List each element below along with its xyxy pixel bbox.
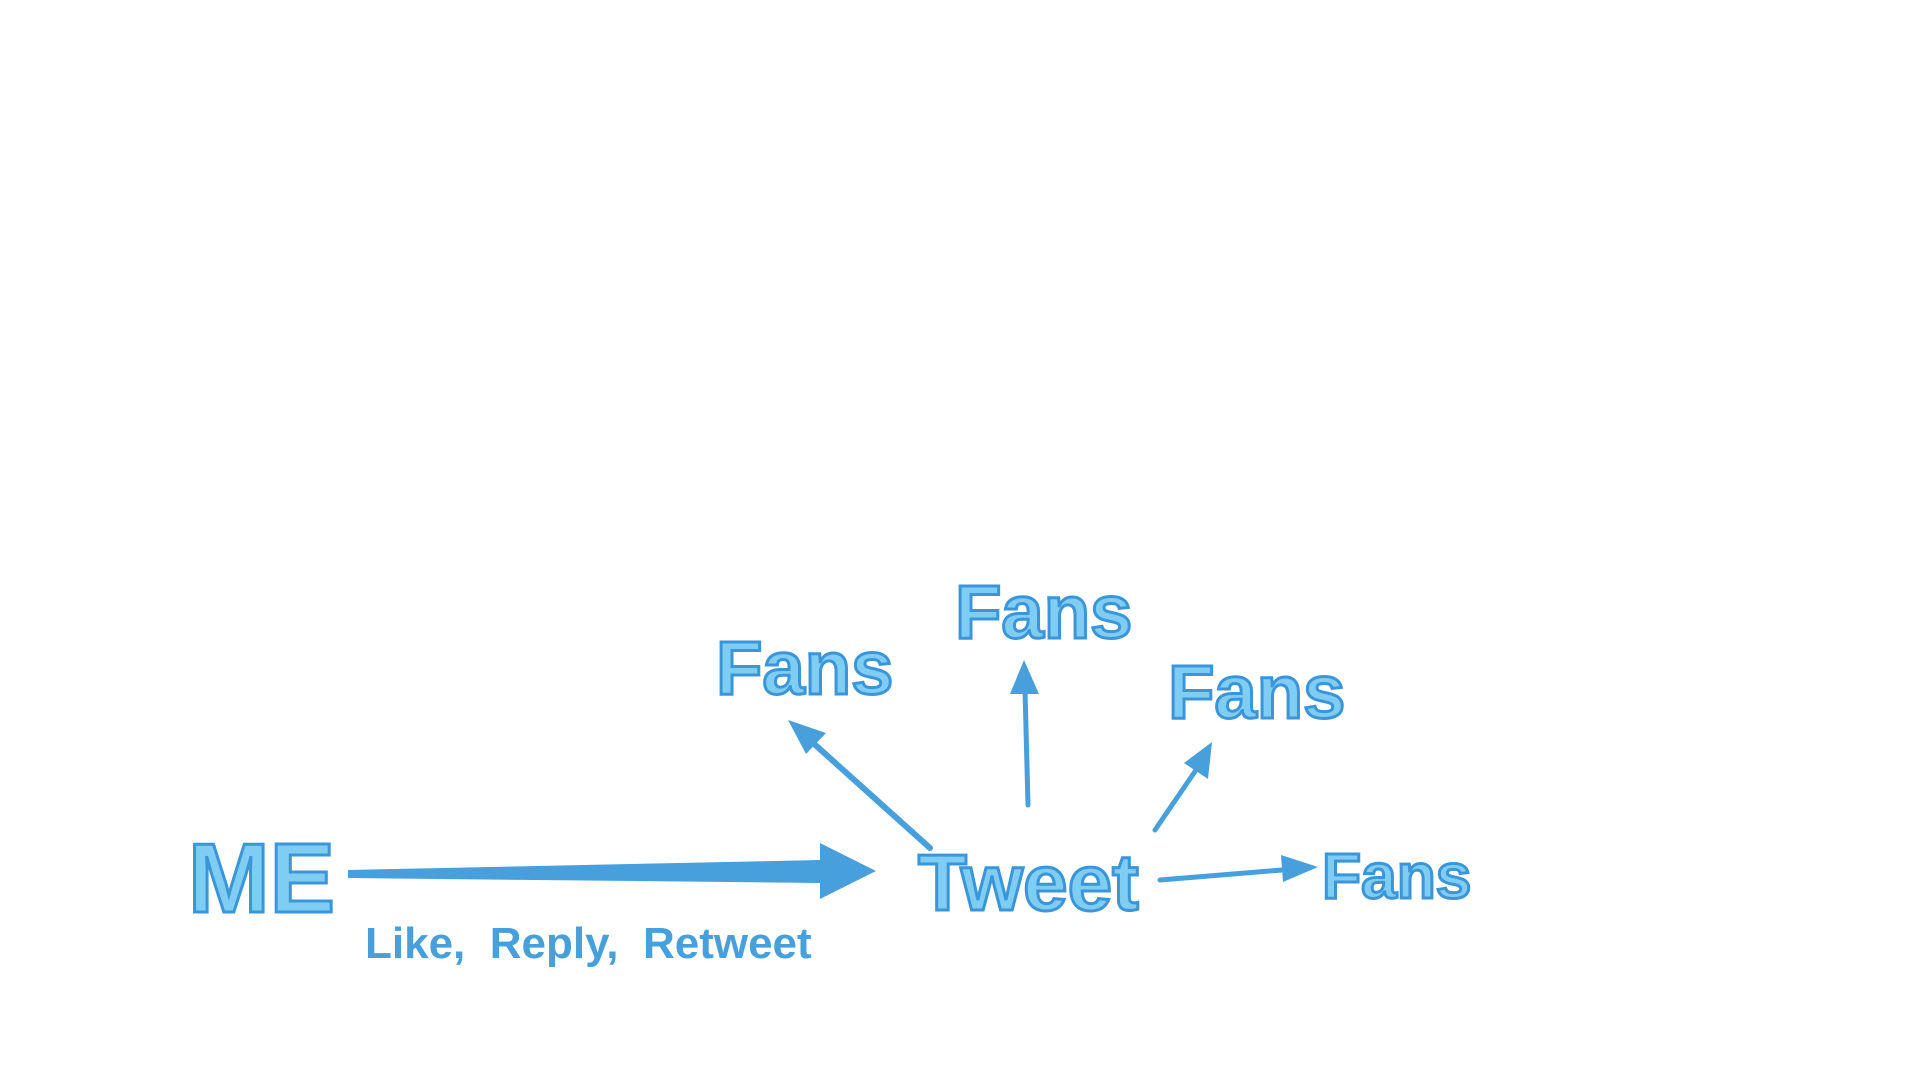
arrow-tweet-to-fans-top bbox=[1010, 660, 1039, 808]
fans-node-left: Fans bbox=[716, 626, 893, 711]
arrow-tweet-to-fans-left bbox=[788, 720, 933, 851]
fans-node-top: Fans bbox=[955, 570, 1132, 655]
source-node-me: ME bbox=[188, 823, 335, 933]
arrow-tweet-to-fans-lower bbox=[1157, 855, 1318, 883]
arrow-me-to-tweet bbox=[348, 843, 876, 899]
edge-label-actions: Like, Reply, Retweet bbox=[365, 919, 812, 968]
center-node-tweet: Tweet bbox=[918, 838, 1139, 927]
arrow-tweet-to-fans-right bbox=[1152, 742, 1212, 833]
fans-node-lower: Fans bbox=[1322, 840, 1471, 912]
fans-node-right: Fans bbox=[1168, 650, 1345, 735]
